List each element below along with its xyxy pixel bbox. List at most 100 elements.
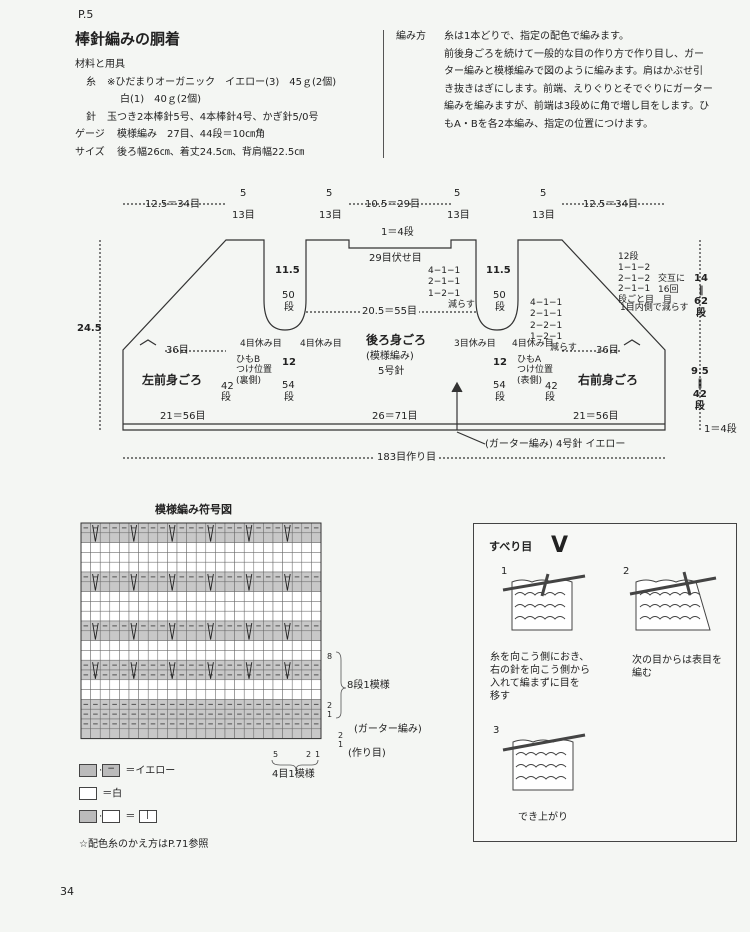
dec-right-4: 1−2−1 (530, 331, 563, 342)
chart-col-5: 5 (273, 750, 279, 759)
slip-done: でき上がり (518, 812, 568, 823)
slip-stitch-mark (92, 573, 99, 591)
right-42: 42 段 (545, 381, 558, 403)
slip-step-3: 3 (493, 725, 500, 736)
gauge-label: ゲージ (75, 129, 105, 140)
right-shaping-5: 段ごと目 目 (618, 295, 673, 306)
tie-a-2: つけ位置 (517, 365, 554, 376)
right-42-num: 42 (545, 381, 558, 392)
chart-repeat-cols: 4目1模様 (272, 769, 315, 780)
right-h2-unit: 段 (694, 400, 705, 412)
legend-swatch-k1 (79, 810, 97, 823)
right-shaping-2: 1−1−2 (618, 262, 651, 273)
slip-stitch-mark (245, 573, 253, 591)
slip-desc-1-line: 右の針を向こう側から (490, 665, 590, 676)
garter-note: (ガーター編み) 4号針 イエロー (485, 439, 626, 450)
slip-desc-2: 次の目からは表目を 編む (632, 654, 722, 680)
right-h2: 9.5 ‖ 42 段 (691, 366, 709, 412)
garment-outline (122, 239, 666, 431)
dim-top-d2: 13目 (532, 210, 555, 221)
slip-stitch-mark (207, 662, 214, 679)
armhole-left-h: 11.5 (275, 265, 300, 276)
bottom-right-width: 21＝56目 (573, 411, 619, 422)
legend-knit-symbol: | (138, 810, 157, 823)
slip-stitch-mark (130, 662, 138, 679)
tie-b-2: つけ位置 (236, 365, 273, 376)
legend-white: ＝白 (79, 787, 122, 800)
legend-swatch-k2 (102, 810, 121, 823)
left-front-title: 左前身ごろ (142, 373, 203, 387)
section-label: P.5 (78, 8, 94, 21)
legend-white-text: ＝白 (102, 788, 123, 800)
right-h1-unit: 段 (695, 307, 706, 319)
method-line: もA・Bを各2本編み、指定の位置につけます。 (444, 118, 654, 130)
slip-stitch-mark (284, 524, 291, 542)
slip-desc-2-line: 編む (632, 668, 652, 679)
h-right-cm: 12 (493, 357, 507, 368)
chart-repeat-rows: 8段1模様 (347, 680, 390, 691)
right-h2-eq: ‖ (697, 377, 703, 389)
slip-stitch-mark (130, 622, 138, 640)
yarn-label: 糸 (86, 76, 96, 88)
slip-stitch-mark (168, 662, 176, 679)
method-line: ター編みと模様編みで図のように編みます。肩はかぶせ引 (444, 66, 703, 77)
page-title: 棒針編みの胴着 (75, 30, 181, 48)
color-change-note: ☆配色糸のかえ方はP.71参照 (79, 839, 209, 850)
column-divider (383, 30, 384, 158)
dec-left: 4−1−1 2−1−1 1−2−1 減らす (428, 266, 475, 311)
right-shaping-note-1: 交互に (658, 274, 686, 284)
method-line: 糸は1本どりで、指定の配色で編みます。 (444, 31, 629, 42)
right-shaping-note-3: 1目内側で減らす (620, 303, 689, 313)
dec-right-3: 2−2−1 (530, 320, 563, 331)
total-height: 24.5 (77, 323, 102, 334)
slip-illustration-1 (502, 573, 586, 631)
h-right-unit: 段 (495, 392, 505, 403)
slip-illustration-3 (502, 733, 586, 791)
left-36: 36目 (166, 345, 189, 356)
rest-right-a: 3目休み目 (454, 339, 496, 349)
bottom-left-width: 21＝56目 (160, 411, 206, 422)
legend-knit-text: ＝ (125, 811, 136, 823)
slip-stitch-mark (130, 573, 138, 591)
h-left-rows: 54 (282, 380, 295, 391)
chart-title: 模様編み符号図 (155, 503, 232, 516)
chart-row-1b: 1 (338, 740, 344, 749)
chart-col-1: 1 (315, 750, 321, 759)
dim-top-mid: 10.5＝29目 (365, 199, 420, 210)
dim-top-b2: 13目 (319, 210, 342, 221)
chart-row-2b: 2 (338, 731, 344, 740)
slip-stitch-mark (92, 524, 99, 542)
back-pattern: (模様編み) (366, 351, 414, 362)
right-shaping-3: 2−1−2 (618, 273, 651, 284)
rest-left-a: 4目休み目 (240, 339, 282, 349)
right-shaping-note: 交互に 16回 (658, 274, 685, 296)
slip-stitch-mark (207, 622, 214, 640)
right-h2-rows: 42 (692, 389, 707, 400)
gauge-line: 模様編み 27目、44段＝10㎝角 (117, 129, 266, 140)
tie-a-3: (表側) (517, 375, 543, 386)
size-line: 後ろ幅26㎝、着丈24.5㎝、背肩幅22.5㎝ (117, 146, 305, 158)
chart-col-2: 2 (306, 750, 312, 759)
slip-illustration-2 (629, 571, 717, 631)
left-42-num: 42 (221, 381, 234, 392)
right-h1-rows: 62 (694, 296, 708, 307)
chart-row-2: 2 (327, 701, 333, 710)
slip-desc-1-line: 糸を向こう側におき、 (490, 652, 590, 663)
left-42-unit: 段 (221, 392, 231, 403)
back-panel-title: 後ろ身ごろ (366, 333, 427, 347)
page-number: 34 (60, 885, 74, 898)
armhole-left-r: 50 (282, 290, 295, 301)
tie-a-label: ひもA つけ位置 (表側) (517, 355, 553, 386)
slip-stitch-mark (207, 524, 214, 542)
h-right-rows: 54 (493, 380, 506, 391)
legend-swatch-yellow (79, 764, 97, 777)
dec-right-5: 減らす (550, 343, 577, 353)
needle-line: 玉つき2本棒針5号、4本棒針4号、かぎ針5/0号 (107, 111, 319, 123)
slip-desc-2-line: 次の目からは表目を (632, 655, 722, 666)
dec-right: 4−1−1 2−1−1 2−2−1 1−2−1 減らす (530, 298, 577, 354)
bottom-mid-width: 26＝71目 (372, 411, 418, 422)
slip-stitch-mark (245, 524, 253, 542)
h-left-cm: 12 (282, 357, 296, 368)
dec-left-2: 2−1−1 (428, 277, 461, 288)
chart-brace-rows (335, 651, 347, 719)
